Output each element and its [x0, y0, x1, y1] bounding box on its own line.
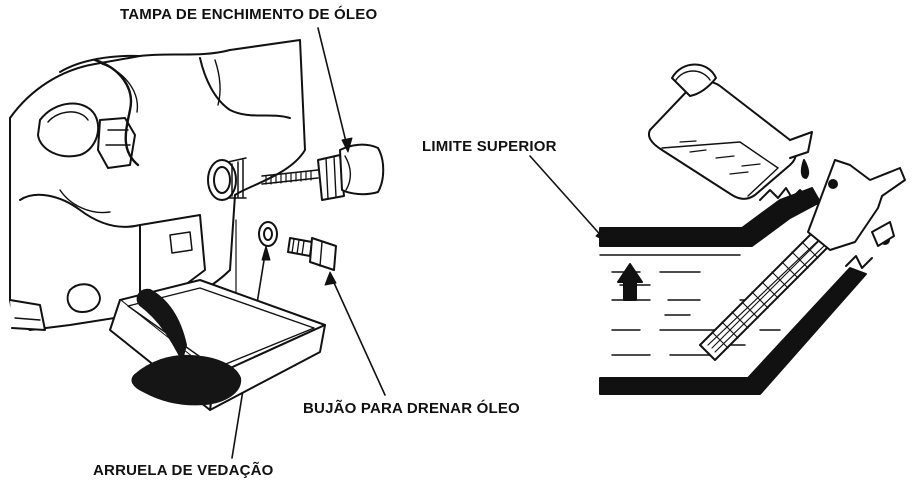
- label-drain-plug: BUJÃO PARA DRENAR ÓLEO: [303, 400, 520, 417]
- crankcase-wall-top: [599, 187, 821, 247]
- engine-drain-illustration: [9, 27, 386, 459]
- crankcase-wall-right: [599, 267, 867, 395]
- drain-plug: [287, 237, 337, 271]
- oil-jug: [648, 63, 813, 206]
- label-sealing-washer: ARRUELA DE VEDAÇÃO: [93, 462, 274, 479]
- dipstick: [699, 159, 906, 361]
- oil-filler-cap: [317, 143, 385, 201]
- leader-upper-limit: [529, 155, 606, 241]
- leader-drain-plug: [329, 273, 386, 396]
- label-oil-filler-cap: TAMPA DE ENCHIMENTO DE ÓLEO: [120, 6, 378, 23]
- oil-level-diagram: [529, 63, 906, 395]
- oil-puddle: [131, 354, 242, 406]
- oil-stream: [136, 288, 187, 361]
- upper-limit-arrow: [617, 263, 643, 301]
- leader-filler-cap: [317, 27, 349, 151]
- sealing-washer: [258, 221, 278, 247]
- label-upper-limit: LIMITE SUPERIOR: [422, 138, 557, 155]
- filler-neck: [207, 157, 247, 201]
